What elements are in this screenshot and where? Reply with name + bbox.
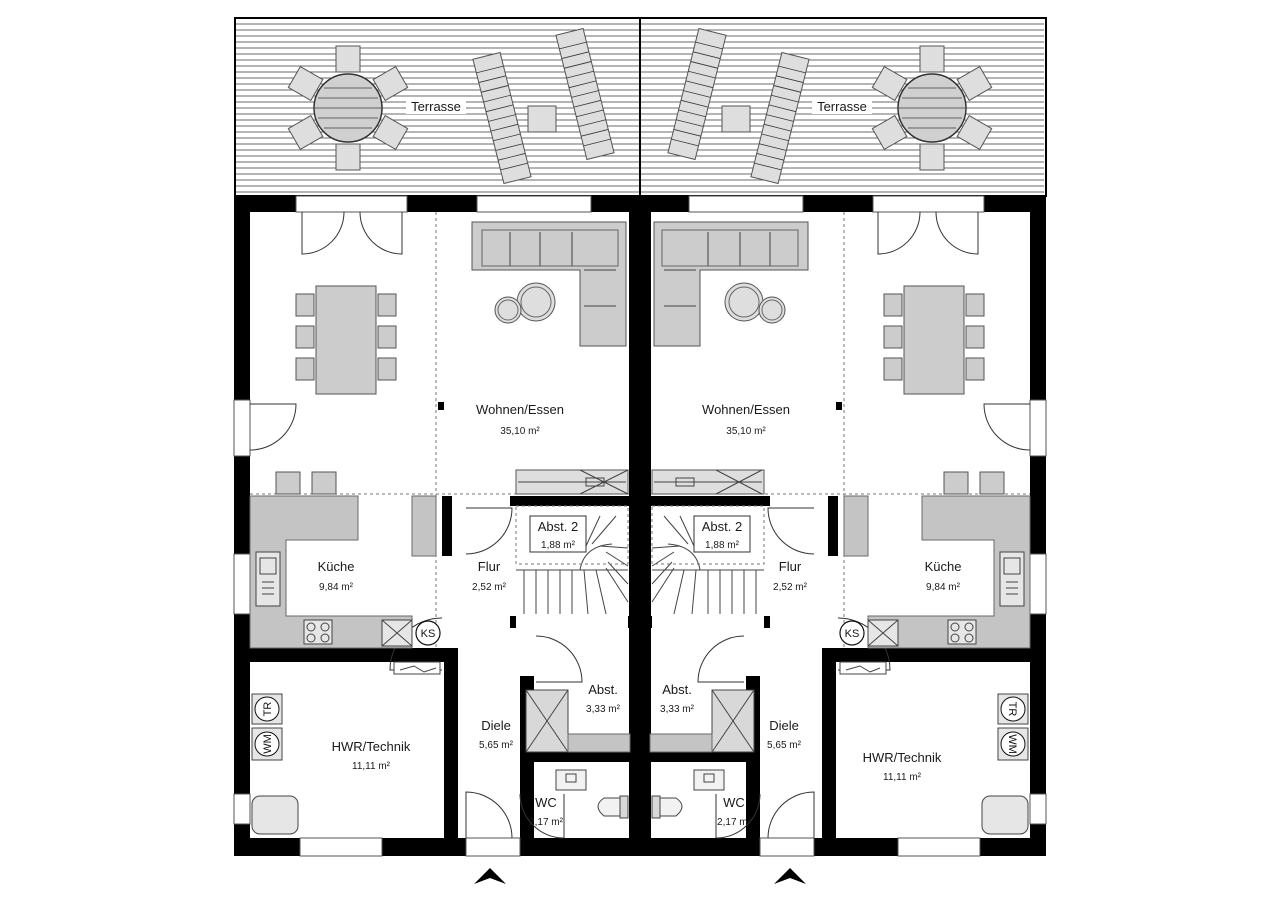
sideboard-left	[515, 469, 629, 495]
room-dividers	[250, 212, 1030, 648]
room-area-kueche-left: 9,84 m²	[319, 582, 354, 593]
storage-shelf-left	[525, 689, 631, 753]
room-name-wc-right: WC	[723, 795, 745, 810]
svg-text:WM: WM	[262, 734, 274, 754]
room-name-diele-right: Diele	[769, 718, 799, 733]
room-name-flur-left: Flur	[478, 559, 501, 574]
room-area-diele-right: 5,65 m²	[767, 740, 802, 751]
ventilation-left	[393, 661, 441, 675]
entrance-arrow-icon-left	[474, 868, 506, 884]
room-area-abst2-right: 1,88 m²	[705, 540, 740, 551]
room-area-flur-right: 2,52 m²	[773, 582, 808, 593]
sofa-left	[471, 221, 627, 347]
coffee-tables-right	[724, 282, 786, 324]
utility-sink-right	[981, 795, 1029, 835]
svg-text:KS: KS	[421, 628, 436, 640]
sideboard-right	[651, 469, 765, 495]
room-name-flur-right: Flur	[779, 559, 802, 574]
room-name-abst-left: Abst.	[588, 682, 618, 697]
coffee-tables-left	[494, 282, 556, 324]
terrace-label-left: Terrasse	[411, 99, 461, 114]
svg-text:KS: KS	[845, 628, 860, 640]
room-area-abst2-left: 1,88 m²	[541, 540, 576, 551]
wc-fixtures-left	[555, 769, 629, 819]
fridge-right: KS	[839, 620, 865, 646]
kitchen-counter-right	[843, 495, 1031, 649]
kitchen-counter-left	[249, 495, 437, 649]
storage-shelf-right	[649, 689, 755, 753]
room-name-kueche-right: Küche	[925, 559, 962, 574]
ventilation-right	[839, 661, 887, 675]
room-area-kueche-right: 9,84 m²	[926, 582, 961, 593]
room-name-wohnen-left: Wohnen/Essen	[476, 402, 564, 417]
windows	[233, 195, 1047, 857]
room-name-kueche-left: Küche	[318, 559, 355, 574]
room-name-abst2-right: Abst. 2	[702, 519, 742, 534]
svg-text:TR: TR	[262, 702, 274, 717]
fridge-left: KS	[415, 620, 441, 646]
terrace-label-right: Terrasse	[817, 99, 867, 114]
side-table-right	[721, 105, 751, 133]
utility-sink-left	[251, 795, 299, 835]
bar-stool-right-2	[979, 471, 1005, 495]
sofa-right	[653, 221, 809, 347]
dryer-right: TR	[997, 693, 1029, 725]
room-name-wohnen-right: Wohnen/Essen	[702, 402, 790, 417]
dryer-left: TR	[251, 693, 283, 725]
dining-set-left	[295, 285, 397, 395]
room-name-wc-left: WC	[535, 795, 557, 810]
dining-set-right	[883, 285, 985, 395]
room-area-wohnen-left: 35,10 m²	[500, 426, 540, 437]
entrance-arrow-icon-right	[774, 868, 806, 884]
svg-text:TR: TR	[1006, 702, 1018, 717]
bar-stool-right-1	[943, 471, 969, 495]
room-area-wc-left: 2,17 m²	[529, 817, 564, 828]
room-area-hwr-left: 11,11 m²	[352, 761, 391, 772]
room-area-wc-right: 2,17 m²	[717, 817, 752, 828]
room-area-diele-left: 5,65 m²	[479, 740, 514, 751]
room-area-wohnen-right: 35,10 m²	[726, 426, 766, 437]
svg-text:WM: WM	[1006, 734, 1018, 754]
room-area-abst-right: 3,33 m²	[660, 704, 695, 715]
bar-stool-left-1	[275, 471, 301, 495]
room-name-hwr-left: HWR/Technik	[332, 739, 411, 754]
room-name-abst-right: Abst.	[662, 682, 692, 697]
room-name-hwr-right: HWR/Technik	[863, 750, 942, 765]
wc-fixtures-right	[651, 769, 725, 819]
bar-stool-left-2	[311, 471, 337, 495]
room-area-hwr-right: 11,11 m²	[883, 772, 922, 783]
room-area-abst-left: 3,33 m²	[586, 704, 621, 715]
side-table-left	[527, 105, 557, 133]
room-labels: Wohnen/Essen 35,10 m² Wohnen/Essen 35,10…	[318, 402, 962, 828]
room-name-abst2-left: Abst. 2	[538, 519, 578, 534]
room-area-flur-left: 2,52 m²	[472, 582, 507, 593]
washer-left: WM	[251, 727, 283, 761]
washer-right: WM	[997, 727, 1029, 761]
room-name-diele-left: Diele	[481, 718, 511, 733]
